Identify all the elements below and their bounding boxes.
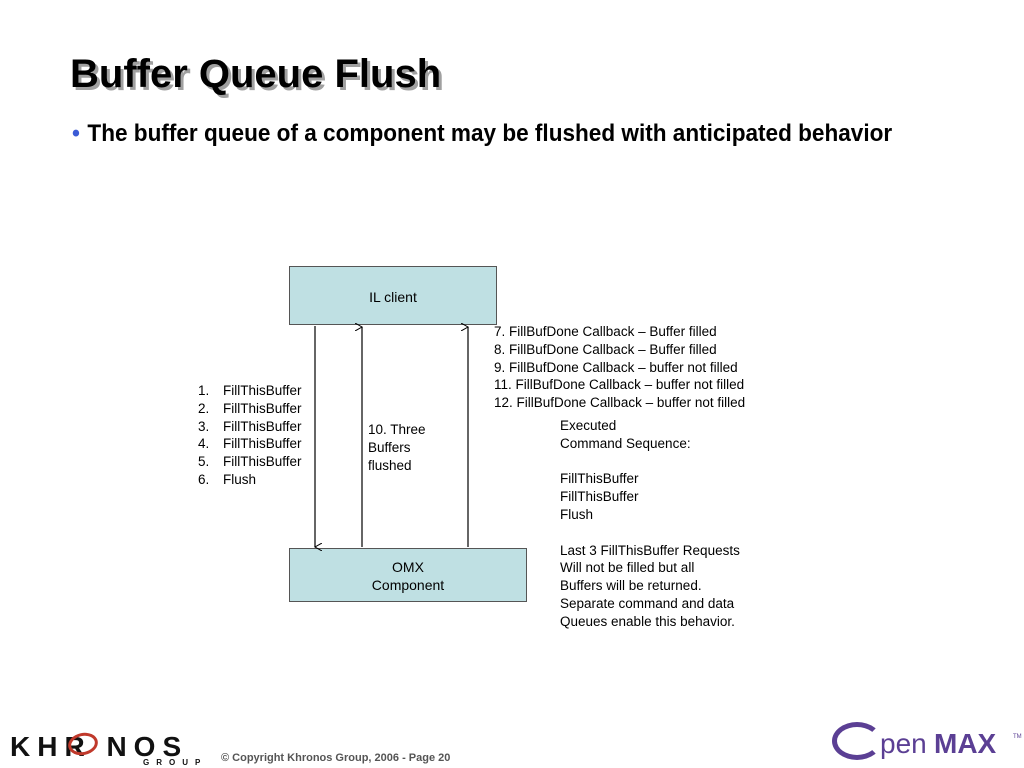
omx-label-line1: OMX [392, 559, 424, 575]
omx-component-box: OMX Component [289, 548, 527, 602]
executed-line: Executed [560, 418, 617, 433]
callback-item: 8. FillBufDone Callback – Buffer filled [494, 341, 717, 357]
executed-spacer [560, 453, 740, 471]
request-item: 1.FillThisBuffer [198, 383, 302, 398]
bullet-point: • The buffer queue of a component may be … [72, 120, 892, 148]
flushed-line: Buffers [368, 439, 411, 455]
flushed-line: 10. Three [368, 422, 426, 437]
callback-item: 7. FillBufDone Callback – Buffer filled [494, 324, 717, 339]
il-client-label: IL client [369, 289, 417, 305]
executed-line: Command Sequence: [560, 435, 691, 451]
callback-item: 9. FillBufDone Callback – buffer not fil… [494, 359, 738, 375]
title-text: Buffer Queue Flush [70, 52, 442, 96]
slide-title: Buffer Queue Flush [70, 52, 441, 97]
openmax-pen-text: pen [880, 728, 927, 759]
bullet-dot-icon: • [72, 120, 80, 147]
khronos-logo-text: KHR NOS [10, 731, 189, 762]
executed-line: Separate command and data [560, 595, 735, 611]
request-item: 6.Flush [198, 471, 257, 487]
executed-line: Queues enable this behavior. [560, 613, 735, 629]
khronos-logo: KHR NOS [10, 731, 188, 763]
bullet-text: The buffer queue of a component may be f… [87, 120, 893, 147]
executed-note: Executed Command Sequence: FillThisBuffe… [560, 417, 740, 631]
il-client-box: IL client [289, 266, 497, 325]
callback-item: 11. FillBufDone Callback – buffer not fi… [494, 377, 745, 393]
executed-line: Last 3 FillThisBuffer Requests [560, 542, 740, 558]
request-item: 5.FillThisBuffer [198, 454, 302, 470]
openmax-tm-text: TM [1013, 734, 1022, 740]
executed-spacer [560, 524, 740, 542]
executed-line: Flush [560, 506, 594, 522]
callback-item: 12. FillBufDone Callback – buffer not fi… [494, 395, 746, 411]
executed-line: FillThisBuffer [560, 489, 639, 505]
request-item: 2.FillThisBuffer [198, 400, 302, 416]
khronos-group-text: GROUP [143, 758, 208, 767]
omx-label-line2: Component [371, 577, 445, 593]
copyright-text: © Copyright Khronos Group, 2006 - Page 2… [221, 752, 451, 764]
callback-list: 7. FillBufDone Callback – Buffer filled … [494, 323, 745, 412]
openmax-max-text: MAX [934, 728, 997, 759]
executed-line: FillThisBuffer [560, 471, 639, 487]
executed-line: Will not be filled but all [560, 560, 695, 576]
executed-line: Buffers will be returned. [560, 578, 702, 594]
flushed-line: flushed [368, 457, 412, 473]
openmax-o-icon [832, 722, 882, 760]
request-item: 3.FillThisBuffer [198, 418, 302, 434]
request-item: 4.FillThisBuffer [198, 436, 302, 452]
flushed-note: 10. Three Buffers flushed [368, 421, 426, 474]
request-list: 1.FillThisBuffer 2.FillThisBuffer 3.Fill… [198, 382, 302, 489]
